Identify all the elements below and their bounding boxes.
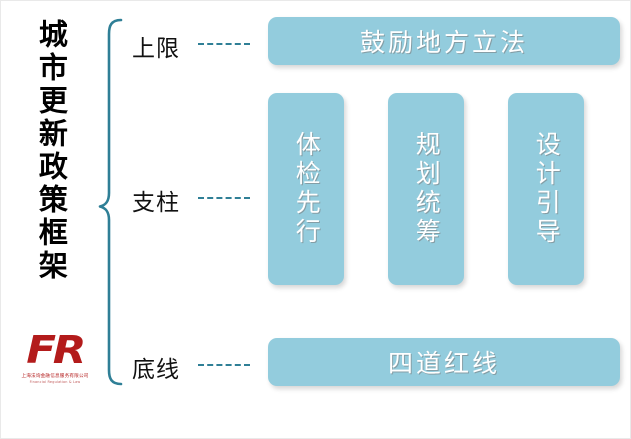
pillar-0-label: 体检先行 <box>292 131 322 247</box>
box-encourage-local-legislation[interactable]: 鼓励地方立法 <box>268 17 620 65</box>
pillar-box-planning-coordination[interactable]: 规划统筹 <box>388 93 464 285</box>
pillar-2-label: 设计引导 <box>532 131 562 247</box>
logo-company-name-en: Financial Regulation & Law <box>29 380 81 384</box>
pillar-box-physical-examination-first[interactable]: 体检先行 <box>268 93 344 285</box>
page-title: 城市更新政策框架 <box>15 19 87 319</box>
page-title-text: 城市更新政策框架 <box>34 19 69 283</box>
box-four-red-lines[interactable]: 四道红线 <box>268 338 620 386</box>
box-bottom-label: 四道红线 <box>387 349 500 378</box>
pillar-1-label: 规划统筹 <box>412 131 442 247</box>
connector-dash-upper-limit <box>198 43 250 45</box>
tier-label-upper-limit: 上限 <box>132 36 180 62</box>
logo-mark-text: FR <box>26 328 87 372</box>
connector-dash-pillars <box>198 197 250 199</box>
box-top-label: 鼓励地方立法 <box>359 28 528 57</box>
tier-label-bottom-line: 底线 <box>132 357 180 383</box>
tier-label-pillars: 支柱 <box>132 190 180 216</box>
connector-dash-bottom-line <box>198 364 250 366</box>
pillar-box-design-guidance[interactable]: 设计引导 <box>508 93 584 285</box>
large-curly-brace-icon <box>97 17 123 387</box>
fr-logo: FR 上海法询金融信息服务有限公司 Financial Regulation &… <box>9 331 101 393</box>
logo-company-name-cn: 上海法询金融信息服务有限公司 <box>21 374 89 379</box>
